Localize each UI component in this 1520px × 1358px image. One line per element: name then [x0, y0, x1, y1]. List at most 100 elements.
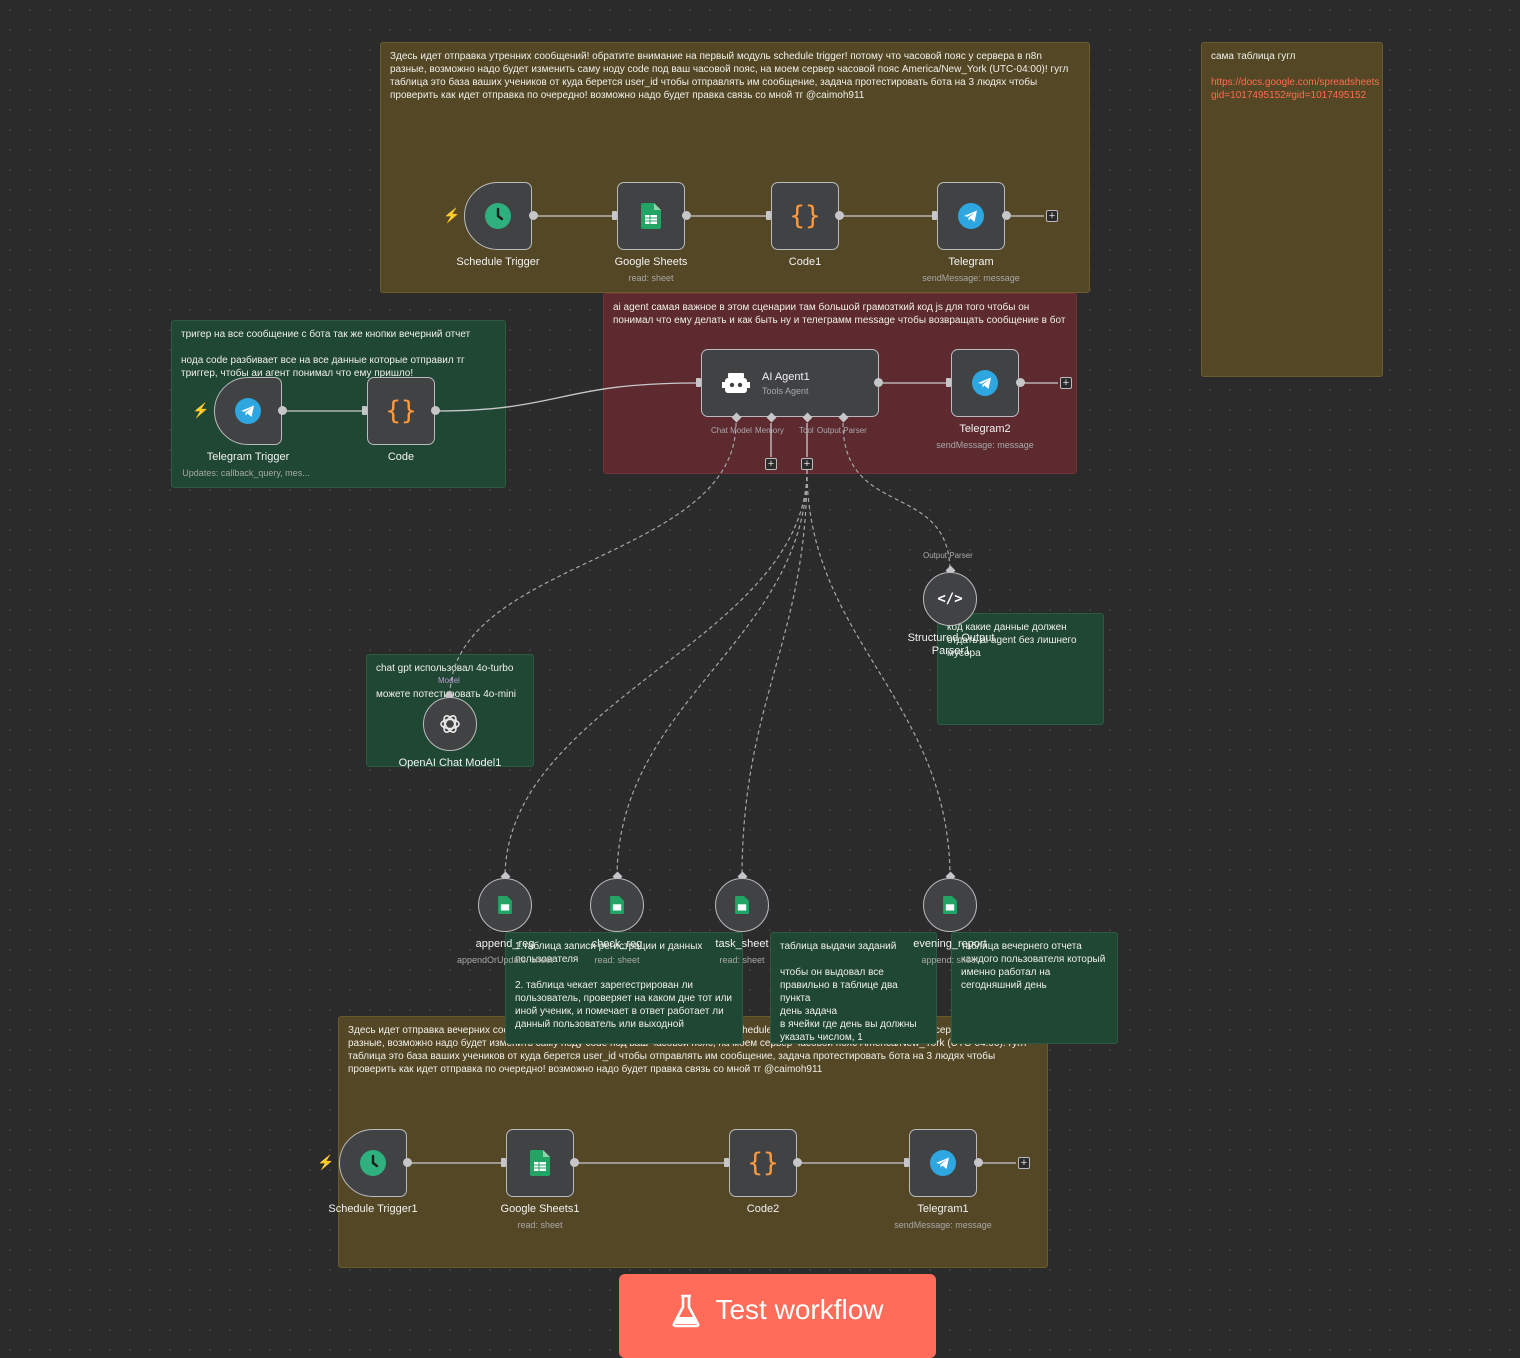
clock-icon — [360, 1150, 386, 1176]
output-port[interactable] — [874, 378, 883, 387]
openai-chat-model-node[interactable] — [423, 697, 477, 751]
input-port[interactable] — [501, 1158, 506, 1167]
add-node-button[interactable]: + — [1046, 210, 1058, 222]
input-port[interactable] — [362, 406, 367, 415]
sheets-icon — [530, 1150, 550, 1176]
sticky-task[interactable]: таблица выдачи заданий чтобы он выдовал … — [770, 932, 937, 1044]
chat-model-port-label: Chat Model — [711, 426, 752, 435]
input-port[interactable] — [766, 211, 771, 220]
node-label: check_reg — [591, 938, 643, 950]
task-sheet-node[interactable] — [715, 878, 769, 932]
output-port[interactable] — [1002, 211, 1011, 220]
output-port[interactable] — [793, 1158, 802, 1167]
sticky-sheet[interactable]: сама таблица гугл https://docs.google.co… — [1201, 42, 1383, 377]
tool-port-label: Tool — [799, 426, 814, 435]
telegram1-node[interactable] — [909, 1129, 977, 1197]
output-port[interactable] — [403, 1158, 412, 1167]
node-subtitle: read: sheet — [517, 1220, 563, 1230]
output-port[interactable] — [682, 211, 691, 220]
input-port[interactable] — [612, 211, 617, 220]
sticky-report[interactable]: таблица вечернего отчета каждого пользов… — [951, 932, 1118, 1044]
node-subtitle: appendOrUpdate: sheet — [456, 955, 554, 965]
node-label: Schedule Trigger — [456, 256, 540, 268]
google-sheets-node[interactable] — [617, 182, 685, 250]
add-node-button[interactable]: + — [1060, 377, 1072, 389]
telegram-trigger-node[interactable] — [214, 377, 282, 445]
node-label: append_reg — [475, 938, 535, 950]
code1-node[interactable]: {} — [771, 182, 839, 250]
node-label: task_sheet — [715, 938, 769, 950]
node-subtitle: Updates: callback_query, mes... — [182, 468, 310, 478]
dashed-connection — [842, 422, 951, 573]
node-subtitle: sendMessage: message — [894, 1220, 992, 1230]
output-parser-port-label: Output Parser — [817, 426, 867, 435]
code-node[interactable]: {} — [367, 377, 435, 445]
append-reg-node[interactable] — [478, 878, 532, 932]
input-port[interactable] — [696, 378, 701, 387]
node-label: Schedule Trigger1 — [328, 1203, 418, 1215]
dashed-connection — [806, 469, 951, 879]
sticky-trigger-text: тригер на все сообщение с бота так же кн… — [181, 329, 471, 379]
agent-title: AI Agent1 — [762, 370, 810, 383]
sticky-morning[interactable]: Здесь идет отправка утренних сообщений! … — [380, 42, 1090, 293]
structured-output-parser-node[interactable]: </> — [923, 572, 977, 626]
add-memory-button[interactable]: + — [765, 458, 777, 470]
sheets-icon — [641, 203, 661, 229]
node-label: OpenAI Chat Model1 — [398, 757, 502, 769]
input-port[interactable] — [946, 378, 951, 387]
dashed-connection — [616, 469, 808, 879]
output-port[interactable] — [278, 406, 287, 415]
code-braces-icon: {} — [789, 201, 821, 231]
input-port[interactable] — [724, 1158, 729, 1167]
code2-node[interactable]: {} — [729, 1129, 797, 1197]
input-port[interactable] — [932, 211, 937, 220]
output-port[interactable] — [529, 211, 538, 220]
node-subtitle: append: sheet — [921, 955, 979, 965]
schedule-trigger-node[interactable] — [464, 182, 532, 250]
ai-agent-node[interactable]: AI Agent1 Tools Agent — [701, 349, 879, 417]
output-port[interactable] — [1016, 378, 1025, 387]
sticky-report-text: таблица вечернего отчета каждого пользов… — [961, 941, 1109, 991]
add-tool-button[interactable]: + — [801, 458, 813, 470]
check-reg-node[interactable] — [590, 878, 644, 932]
dashed-connection — [449, 422, 737, 697]
sheet-link[interactable]: https://docs.google.com/spreadsheets gid… — [1211, 77, 1383, 101]
test-workflow-button[interactable]: Test workflow — [619, 1274, 936, 1358]
node-subtitle: sendMessage: message — [922, 273, 1020, 283]
node-label: evening_report — [913, 938, 987, 950]
sticky-trigger[interactable]: тригер на все сообщение с бота так же кн… — [171, 320, 506, 488]
output-port[interactable] — [835, 211, 844, 220]
input-port[interactable] — [904, 1158, 909, 1167]
node-label: Google Sheets1 — [500, 1203, 580, 1215]
output-port[interactable] — [570, 1158, 579, 1167]
code-braces-icon: {} — [747, 1148, 779, 1178]
telegram-node[interactable] — [937, 182, 1005, 250]
output-port[interactable] — [974, 1158, 983, 1167]
node-subtitle: read: sheet — [594, 955, 640, 965]
sticky-sheet-title: сама таблица гугл — [1211, 51, 1296, 62]
evening-report-node[interactable] — [923, 878, 977, 932]
sticky-agent-text: ai agent самая важное в этом сценарии та… — [613, 302, 1066, 326]
node-label: Code2 — [746, 1203, 780, 1215]
output-port[interactable] — [431, 406, 440, 415]
model-tag: Model — [438, 676, 460, 685]
telegram-icon — [235, 398, 261, 424]
sticky-parser-text: код какие данные должен отдать ai agent … — [947, 622, 1080, 659]
node-subtitle: read: sheet — [719, 955, 765, 965]
node-label: Google Sheets — [614, 256, 688, 268]
node-label: Telegram1 — [917, 1203, 969, 1215]
sticky-reg-text: 1.таблица записи регистрации и данных по… — [515, 941, 733, 1030]
sticky-parser[interactable]: код какие данные должен отдать ai agent … — [937, 613, 1104, 725]
add-node-button[interactable]: + — [1018, 1157, 1030, 1169]
sheets-icon — [943, 896, 957, 914]
bolt-icon: ⚡ — [443, 207, 461, 223]
google-sheets1-node[interactable] — [506, 1129, 574, 1197]
node-label: Telegram Trigger — [206, 451, 290, 463]
sticky-reg[interactable]: 1.таблица записи регистрации и данных по… — [505, 932, 743, 1044]
bolt-icon: ⚡ — [317, 1154, 335, 1170]
schedule-trigger1-node[interactable] — [339, 1129, 407, 1197]
sheets-icon — [610, 896, 624, 914]
node-label: Code — [387, 451, 415, 463]
telegram2-node[interactable] — [951, 349, 1019, 417]
